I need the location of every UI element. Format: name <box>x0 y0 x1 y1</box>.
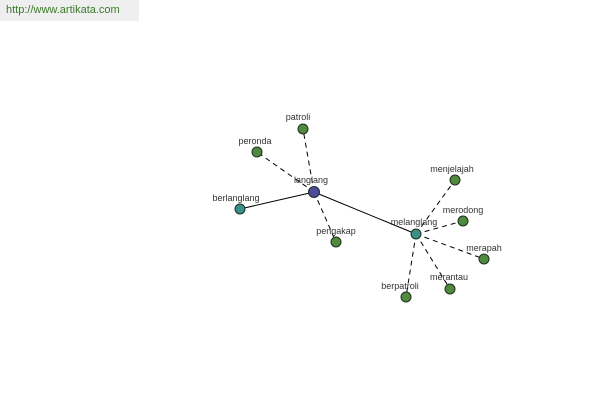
node-merantau[interactable] <box>444 283 456 295</box>
node-label-peronda: peronda <box>238 136 271 146</box>
node-pengakap[interactable] <box>330 236 342 248</box>
node-langlang[interactable] <box>308 186 320 198</box>
node-merodong[interactable] <box>457 215 469 227</box>
node-melanglang[interactable] <box>410 228 422 240</box>
node-label-merantau: merantau <box>430 272 468 282</box>
node-label-pengakap: pengakap <box>316 226 356 236</box>
edge-langlang-melanglang <box>313 191 417 235</box>
node-label-langlang: langlang <box>294 175 328 185</box>
site-url[interactable]: http://www.artikata.com <box>6 4 120 16</box>
node-peronda[interactable] <box>251 146 263 158</box>
edge-melanglang-berpatroli <box>405 233 417 298</box>
edge-langlang-pengakap <box>313 191 337 243</box>
node-label-merodong: merodong <box>443 205 484 215</box>
edge-melanglang-merapah <box>415 233 485 260</box>
edge-melanglang-merodong <box>415 220 464 235</box>
edge-langlang-patroli <box>302 128 315 193</box>
nodes-layer <box>234 123 490 303</box>
node-berpatroli[interactable] <box>400 291 412 303</box>
node-merapah[interactable] <box>478 253 490 265</box>
node-berlanglang[interactable] <box>234 203 246 215</box>
edge-melanglang-merantau <box>415 233 451 290</box>
edges-layer <box>239 128 485 298</box>
edge-langlang-peronda <box>256 151 315 193</box>
node-label-melanglang: melanglang <box>391 217 438 227</box>
node-patroli[interactable] <box>297 123 309 135</box>
node-label-berpatroli: berpatroli <box>381 281 419 291</box>
labels-layer: langlang melanglang berlanglang patroli pero… <box>212 112 501 291</box>
node-label-berlanglang: berlanglang <box>212 193 259 203</box>
edge-langlang-berlanglang <box>239 191 315 210</box>
node-label-menjelajah: menjelajah <box>430 164 474 174</box>
node-label-merapah: merapah <box>466 243 502 253</box>
node-label-patroli: patroli <box>286 112 311 122</box>
url-banner: http://www.artikata.com <box>0 0 139 21</box>
edge-melanglang-menjelajah <box>415 179 456 235</box>
node-menjelajah[interactable] <box>449 174 461 186</box>
